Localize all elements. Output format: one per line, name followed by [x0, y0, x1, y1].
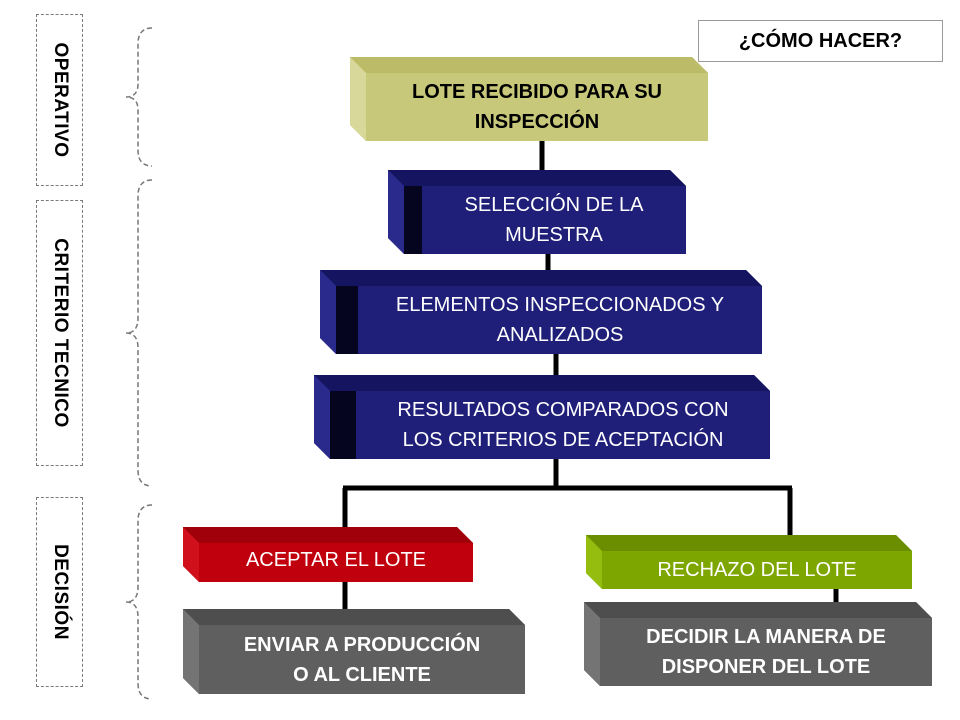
step-enviar-line1: ENVIAR A PRODUCCIÓN	[243, 633, 481, 656]
step-aceptar-lote: ACEPTAR EL LOTE	[183, 527, 473, 582]
step-elementos-inspeccionados: ELEMENTOS INSPECCIONADOS Y ANALIZADOS	[320, 270, 762, 354]
step-lote-line1: LOTE RECIBIDO PARA SU	[411, 81, 662, 103]
step-rechazo-lote: RECHAZO DEL LOTE	[586, 535, 912, 589]
step-decidir-manera: DECIDIR LA MANERA DE DISPONER DEL LOTE	[584, 602, 932, 686]
step-seleccion-line2: MUESTRA	[505, 224, 603, 246]
stage-criterio-label: CRITERIO TECNICO	[49, 238, 71, 428]
step-lote-line2: INSPECCIÓN	[474, 111, 600, 133]
step-resultados-comparados: RESULTADOS COMPARADOS CON LOS CRITERIOS …	[314, 375, 770, 459]
step-elementos-line2: ANALIZADOS	[496, 324, 624, 346]
stage-operativo-label: OPERATIVO	[49, 42, 71, 158]
brace-criterio	[125, 179, 153, 487]
brace-operativo	[125, 27, 153, 167]
step-seleccion-muestra: SELECCIÓN DE LA MUESTRA	[388, 170, 686, 254]
step-resultados-line2: LOS CRITERIOS DE ACEPTACIÓN	[402, 429, 724, 451]
step-elementos-line1: ELEMENTOS INSPECCIONADOS Y	[395, 294, 725, 316]
step-decidir-line1: DECIDIR LA MANERA DE	[646, 626, 886, 648]
stage-decision: DECISIÓN	[36, 497, 83, 687]
how-to-label: ¿CÓMO HACER?	[698, 20, 943, 62]
step-rechazo-label: RECHAZO DEL LOTE	[657, 559, 857, 581]
step-decidir-line2: DISPONER DEL LOTE	[661, 656, 871, 678]
stage-operativo: OPERATIVO	[36, 14, 83, 186]
brace-decision	[125, 504, 153, 700]
step-lote-recibido: LOTE RECIBIDO PARA SU INSPECCIÓN	[350, 57, 708, 141]
step-resultados-line1: RESULTADOS COMPARADOS CON	[397, 399, 729, 421]
step-enviar-produccion: ENVIAR A PRODUCCIÓN O AL CLIENTE	[183, 609, 525, 694]
how-to-text: ¿CÓMO HACER?	[738, 29, 903, 52]
step-aceptar-label: ACEPTAR EL LOTE	[245, 548, 427, 571]
stage-criterio-tecnico: CRITERIO TECNICO	[36, 200, 83, 466]
step-seleccion-line1: SELECCIÓN DE LA	[464, 194, 644, 216]
step-enviar-line2: O AL CLIENTE	[293, 663, 431, 686]
stage-decision-label: DECISIÓN	[49, 544, 71, 640]
